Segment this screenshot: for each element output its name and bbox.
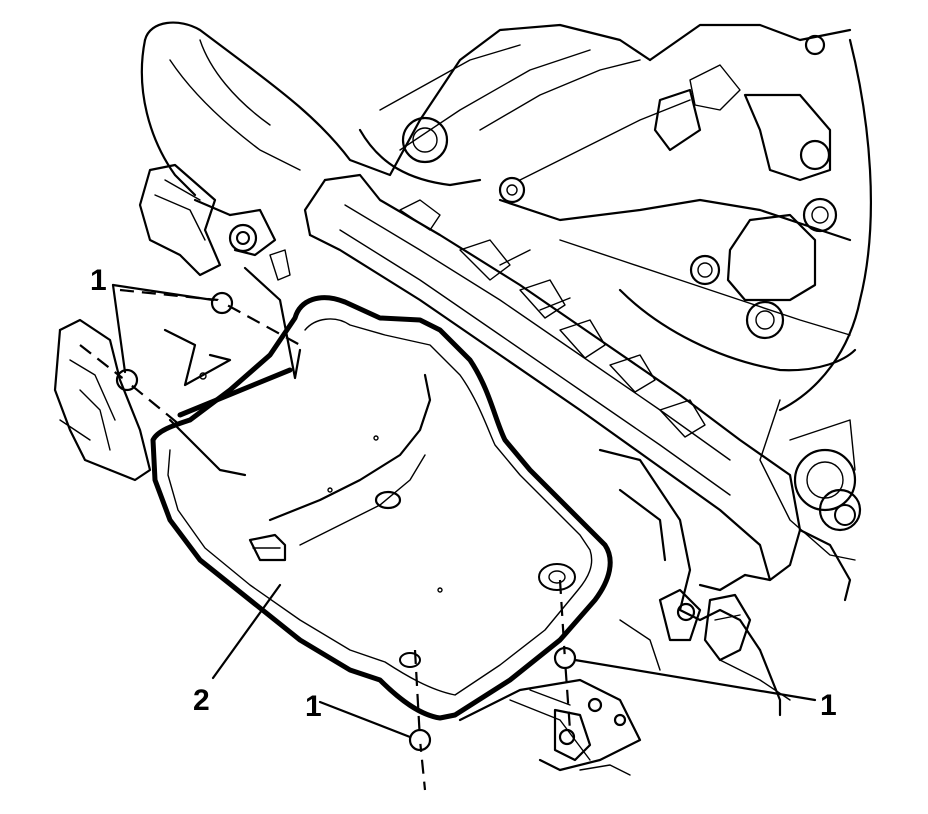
nut-upper-left [210, 291, 234, 315]
pan-gasket-outline [150, 295, 613, 721]
engine-block-outline [140, 21, 852, 336]
left-bracket [138, 163, 291, 281]
nut-bottom [408, 728, 432, 752]
callout-1-bottom: 1 [305, 690, 322, 723]
nut-lower-left [115, 368, 139, 392]
callout-1-upper-left: 1 [90, 264, 107, 297]
flywheel-housing [618, 38, 872, 561]
callout-2-pan: 2 [193, 684, 210, 717]
install-paths [79, 288, 572, 791]
nut-right [553, 646, 577, 670]
callout-1-right: 1 [820, 689, 837, 722]
engine-bosses [401, 34, 838, 340]
leader-lines [111, 283, 817, 739]
lower-right-structure [598, 448, 791, 717]
pan-boss-bottom [399, 652, 421, 668]
crossmember [303, 173, 852, 602]
pan-boss-right [538, 563, 576, 591]
oil-pan [150, 266, 613, 721]
left-housing-fragment [53, 318, 152, 482]
bottom-structure [458, 678, 642, 776]
crossmember-hardware [399, 199, 706, 438]
